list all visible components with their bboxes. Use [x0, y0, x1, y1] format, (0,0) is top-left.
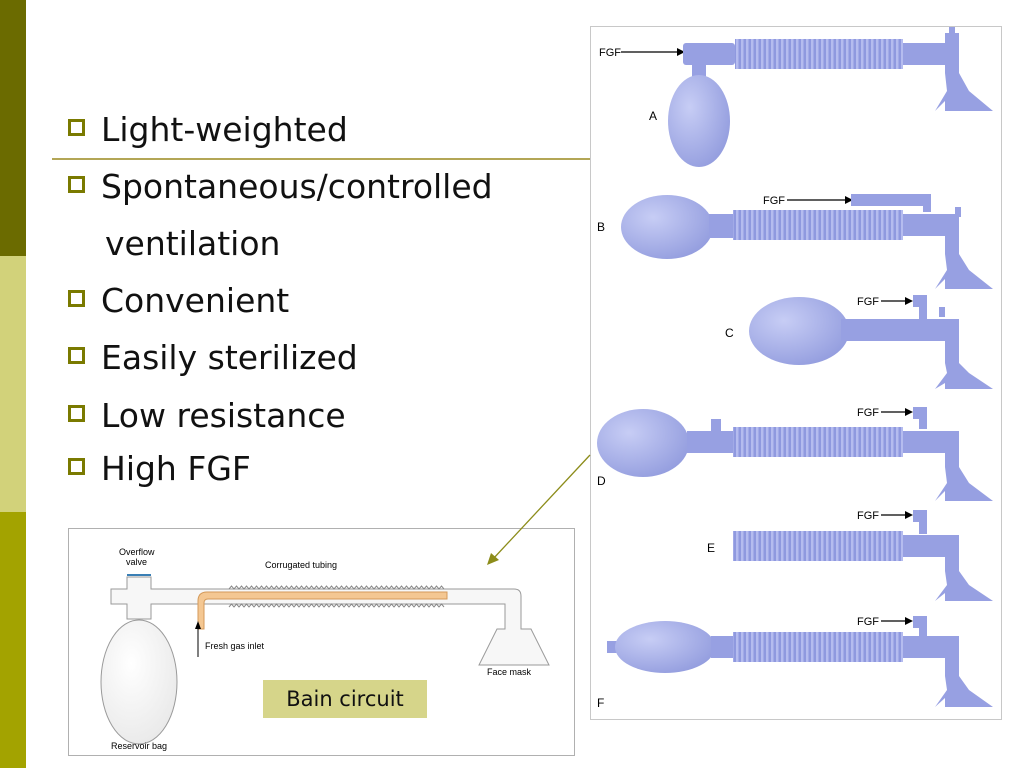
bain-circuit-label: Bain circuit	[263, 680, 427, 718]
label-e: E	[707, 541, 715, 555]
bullet-easily-sterilized: Easily sterilized	[68, 338, 358, 378]
circuit-d: FGF D	[597, 407, 993, 501]
label-f: F	[597, 696, 604, 710]
corrugated-tube-f	[733, 632, 903, 662]
bullet-high-fgf: High FGF	[68, 449, 251, 489]
side-band-middle	[0, 256, 26, 512]
bullet-square-icon	[68, 405, 85, 422]
label-d: D	[597, 474, 606, 488]
label-c: C	[725, 326, 734, 340]
bag-a	[668, 75, 730, 167]
mask-d	[935, 467, 993, 501]
reservoir-bag	[100, 619, 178, 745]
circuit-f: FGF F	[597, 616, 993, 710]
reservoir-bag-label: Reservoir bag	[111, 741, 167, 751]
overflow-valve-label-2: valve	[126, 557, 147, 567]
mask-b	[935, 254, 993, 289]
corrugation-top	[228, 585, 445, 590]
circuit-c: FGF C	[725, 295, 993, 389]
side-band-bottom	[0, 512, 26, 768]
fgf-label-e: FGF	[857, 510, 879, 522]
circuit-e: FGF E	[707, 510, 993, 601]
label-b: B	[597, 220, 605, 234]
fresh-gas-inlet-label: Fresh gas inlet	[205, 641, 265, 651]
mask-a	[935, 73, 993, 111]
bullet-light-weighted: Light-weighted	[68, 110, 348, 150]
bain-circuit-figure: Overflow valve Corrugated tubing Fresh g…	[68, 528, 575, 756]
bullet-square-icon	[68, 290, 85, 307]
bullet-square-icon	[68, 347, 85, 364]
mapleson-diagram-svg: FGF A FGF B	[597, 27, 993, 710]
tube-c	[841, 319, 951, 341]
inner-fresh-gas-tube	[197, 591, 448, 630]
fgf-label-b: FGF	[763, 195, 785, 207]
mask-c	[935, 363, 993, 389]
circuit-a: FGF A	[599, 27, 993, 167]
bullet-square-icon	[68, 458, 85, 475]
mask-f	[935, 676, 993, 707]
bullet-spontaneous: Spontaneous/controlled	[68, 167, 493, 207]
fgf-label-c: FGF	[857, 296, 879, 308]
fgf-label-f: FGF	[857, 616, 879, 628]
corrugated-tube-e	[733, 531, 903, 561]
bag-f	[615, 621, 715, 673]
mapleson-circuits-figure: FGF A FGF B	[590, 26, 1002, 720]
mask-e	[935, 571, 993, 601]
bag-c	[749, 297, 849, 365]
bullet-square-icon	[68, 176, 85, 193]
corrugated-tube-a	[735, 39, 903, 69]
divider-line	[52, 158, 590, 160]
corrugated-tube-d	[733, 427, 903, 457]
fgf-label-a: FGF	[599, 47, 621, 59]
bag-b	[621, 195, 713, 259]
bullet-convenient: Convenient	[68, 281, 289, 321]
bain-tube-body	[110, 576, 550, 666]
overflow-valve-label-1: Overflow	[119, 547, 155, 557]
face-mask-label: Face mask	[487, 667, 532, 677]
corrugated-tubing-label: Corrugated tubing	[265, 560, 337, 570]
bullet-spontaneous-continued: ventilation	[105, 224, 281, 263]
side-band-top	[0, 0, 26, 256]
bullet-low-resistance: Low resistance	[68, 396, 346, 436]
corrugated-tube-b	[733, 210, 903, 240]
fgf-label-d: FGF	[857, 407, 879, 419]
tube-a	[683, 43, 735, 65]
label-a: A	[649, 109, 657, 123]
bag-d	[597, 409, 689, 477]
circuit-b: FGF B	[597, 194, 993, 289]
corrugation-bottom	[228, 603, 445, 608]
bain-diagram-svg: Overflow valve Corrugated tubing Fresh g…	[100, 547, 550, 751]
bullet-square-icon	[68, 119, 85, 136]
